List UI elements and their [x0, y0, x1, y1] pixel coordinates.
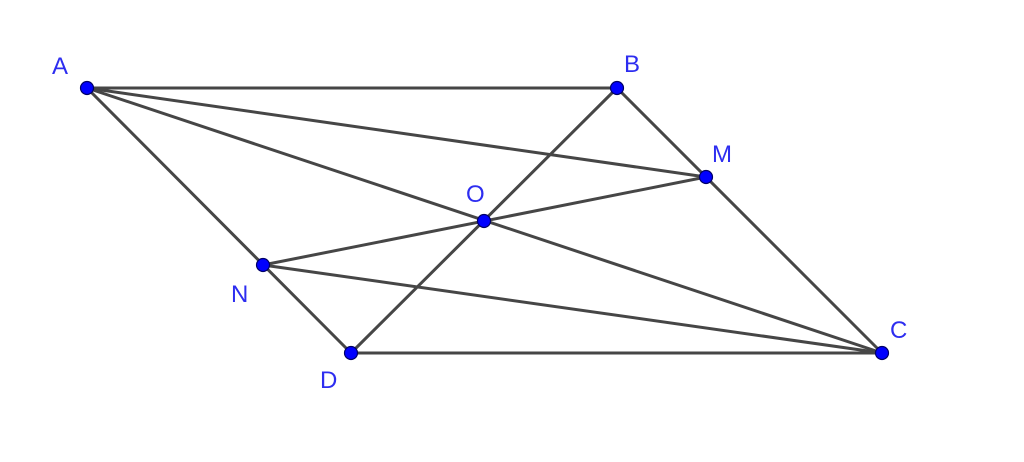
point-label-c: C — [890, 317, 907, 344]
point-d — [343, 345, 359, 361]
point-label-d: D — [320, 367, 337, 394]
segment-nc — [261, 263, 884, 355]
points-layer — [79, 80, 890, 361]
point-label-o: O — [466, 181, 485, 208]
point-b — [609, 80, 625, 96]
point-label-b: B — [624, 51, 640, 78]
point-a — [79, 80, 95, 96]
point-o — [476, 213, 492, 229]
point-label-m: M — [712, 141, 732, 168]
segment-bc — [615, 86, 884, 355]
point-n — [255, 257, 271, 273]
point-label-a: A — [52, 53, 68, 80]
segment-am — [85, 86, 708, 179]
point-label-n: N — [231, 281, 248, 308]
point-m — [698, 169, 714, 185]
labels-layer: A B C D M N O — [52, 51, 907, 394]
segment-da — [85, 86, 353, 355]
point-c — [874, 345, 890, 361]
